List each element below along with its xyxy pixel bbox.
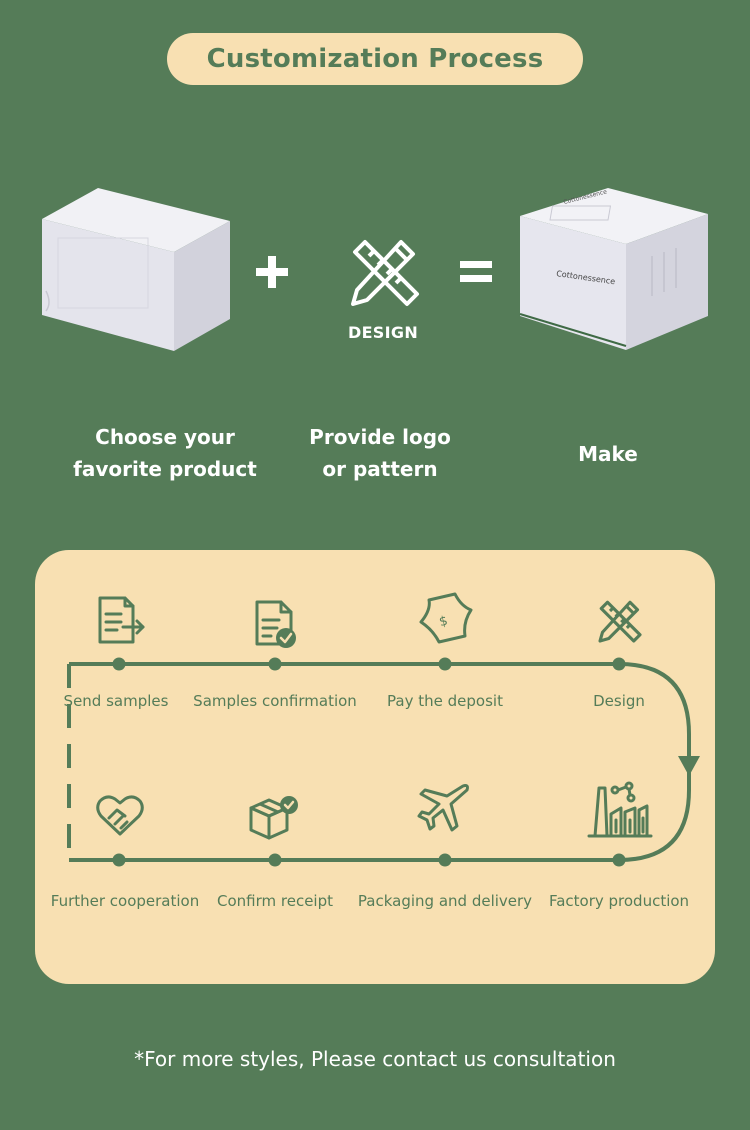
caption-line: favorite product: [73, 457, 257, 481]
handshake-heart-icon: [96, 795, 144, 836]
process-path: [67, 657, 700, 867]
plain-tissue-box-image: [42, 188, 230, 351]
document-check-icon: [255, 600, 296, 648]
pencil-ruler-icon: [598, 600, 642, 643]
design-label: DESIGN: [348, 323, 419, 342]
caption-provide-logo: Provide logo or pattern: [290, 421, 470, 485]
dollar-glyph: $: [438, 614, 450, 631]
equals-icon: [460, 261, 492, 282]
plus-icon: [256, 256, 288, 288]
money-bill-icon: $: [419, 592, 473, 644]
step-label-send-samples: Send samples: [63, 692, 169, 710]
factory-icon: [587, 781, 653, 838]
step-label-further-cooperation: Further cooperation: [50, 892, 200, 910]
caption-line: Make: [578, 442, 638, 466]
process-panel: $ Send samples Samples confirmation Pay …: [35, 550, 715, 984]
step-label-design: Design: [593, 692, 645, 710]
branded-tissue-box-image: Cottonessence Cottonessence: [519, 188, 708, 350]
document-send-icon: [98, 596, 145, 644]
pencil-ruler-icon: [351, 240, 419, 306]
caption-line: or pattern: [322, 457, 438, 481]
box-check-icon: [249, 796, 298, 840]
step-label-samples-confirmation: Samples confirmation: [193, 692, 357, 710]
step-label-confirm-receipt: Confirm receipt: [216, 892, 334, 910]
caption-make: Make: [550, 438, 666, 470]
caption-line: Provide logo: [309, 425, 451, 449]
step-label-factory-production: Factory production: [548, 892, 690, 910]
page-title: Customization Process: [167, 33, 583, 85]
step-label-pay-deposit: Pay the deposit: [387, 692, 503, 710]
airplane-icon: [417, 784, 469, 832]
caption-choose-product: Choose your favorite product: [70, 421, 260, 485]
step-label-packaging-delivery: Packaging and delivery: [357, 892, 533, 910]
footer-note: *For more styles, Please contact us cons…: [134, 1047, 616, 1071]
caption-line: Choose your: [95, 425, 235, 449]
